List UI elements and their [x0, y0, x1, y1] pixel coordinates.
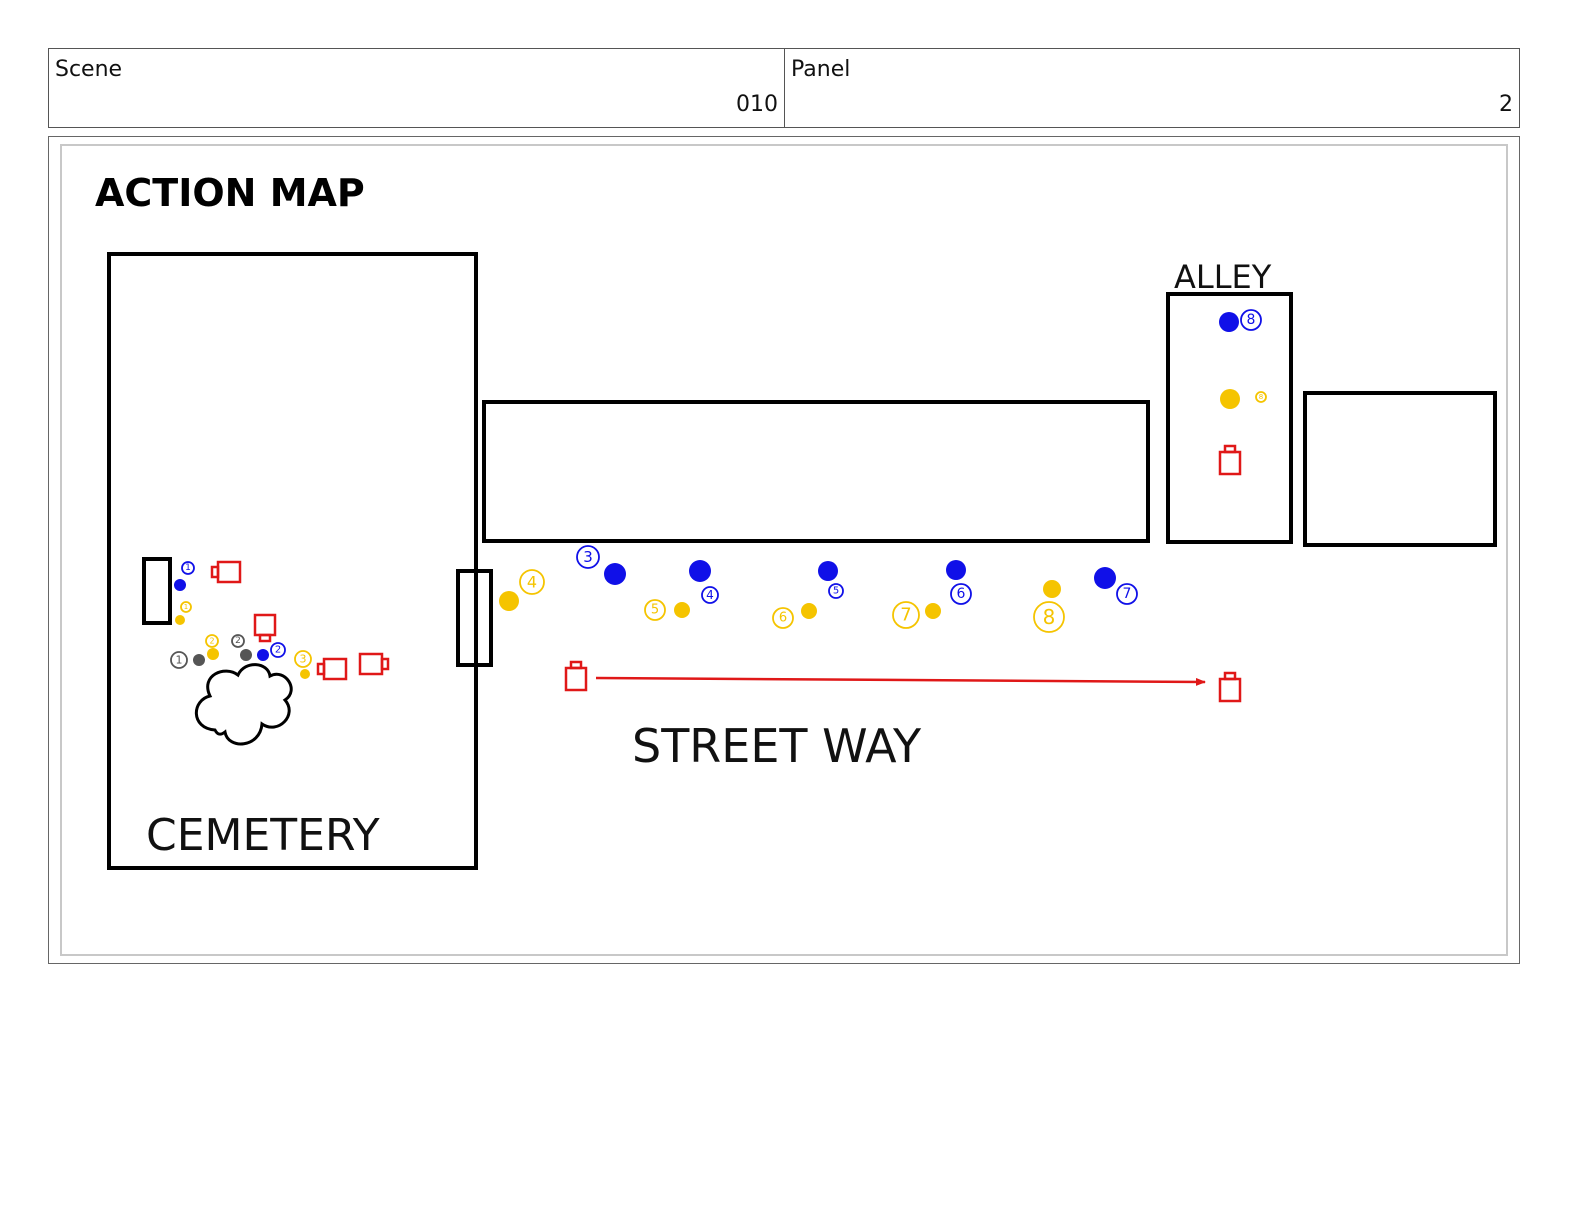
- marker-number: 7: [1123, 586, 1132, 602]
- camera-icon: [1218, 444, 1242, 476]
- marker-number: 7: [900, 605, 911, 626]
- alley-label: ALLEY: [1174, 258, 1272, 296]
- marker-number: 2: [209, 637, 214, 646]
- cemetery-gate-left: [142, 557, 172, 625]
- blue-dot: [818, 561, 838, 581]
- panel-label: Panel: [791, 57, 851, 82]
- camera-icon: [316, 657, 348, 681]
- marker-number: 8: [1259, 393, 1263, 401]
- marker-number: 8: [1247, 312, 1256, 328]
- blue-dot: [1094, 567, 1116, 589]
- cemetery-outline: [107, 252, 478, 870]
- yellow-dot: [1220, 389, 1240, 409]
- drawing-frame: [48, 136, 1520, 964]
- blue-dot: [257, 649, 269, 661]
- camera-icon: [210, 560, 242, 584]
- cemetery-label: CEMETERY: [146, 810, 380, 861]
- scene-cell: Scene 010: [49, 49, 785, 127]
- marker-number: 2: [235, 636, 241, 646]
- yellow-dot: [207, 648, 219, 660]
- map-title: ACTION MAP: [95, 171, 365, 215]
- marker-number: 1: [176, 654, 183, 667]
- camera-icon: [358, 652, 390, 676]
- marker-number: 6: [779, 611, 787, 626]
- yellow-dot: [499, 591, 519, 611]
- marker-number: 6: [957, 586, 966, 602]
- marker-number: 5: [833, 586, 839, 597]
- panel-value: 2: [1499, 92, 1513, 117]
- gray-dot: [240, 649, 252, 661]
- marker-number: 1: [185, 563, 191, 573]
- marker-number: 4: [527, 573, 537, 592]
- scene-label: Scene: [55, 57, 123, 82]
- marker-number: 8: [1043, 605, 1056, 629]
- marker-number: 4: [706, 588, 714, 602]
- blue-dot: [604, 563, 626, 585]
- street-label: STREET WAY: [632, 719, 922, 773]
- marker-number: 3: [583, 548, 593, 566]
- blue-dot: [946, 560, 966, 580]
- yellow-dot: [175, 615, 185, 625]
- cemetery-gate-right: [456, 569, 493, 667]
- alley-outline: [1166, 292, 1293, 544]
- building-right: [1303, 391, 1497, 547]
- blue-dot: [1219, 312, 1239, 332]
- yellow-dot: [925, 603, 941, 619]
- yellow-dot: [300, 669, 310, 679]
- yellow-dot: [1043, 580, 1061, 598]
- smoke-cloud: [194, 663, 293, 746]
- building-long: [482, 400, 1150, 543]
- panel-cell: Panel 2: [785, 49, 1519, 127]
- camera-icon: [564, 660, 588, 692]
- scene-value: 010: [736, 92, 778, 117]
- marker-number: 1: [184, 603, 188, 611]
- yellow-dot: [801, 603, 817, 619]
- marker-number: 5: [651, 603, 659, 618]
- panel-header: Scene 010 Panel 2: [48, 48, 1520, 128]
- camera-move-arrow: [595, 676, 1206, 686]
- yellow-dot: [674, 602, 690, 618]
- camera-icon: [253, 613, 277, 643]
- marker-number: 3: [300, 653, 307, 666]
- gray-dot: [193, 654, 205, 666]
- marker-number: 2: [275, 645, 281, 656]
- camera-icon: [1218, 671, 1242, 703]
- blue-dot: [689, 560, 711, 582]
- drawing-frame-inner: [60, 144, 1508, 956]
- blue-dot: [174, 579, 186, 591]
